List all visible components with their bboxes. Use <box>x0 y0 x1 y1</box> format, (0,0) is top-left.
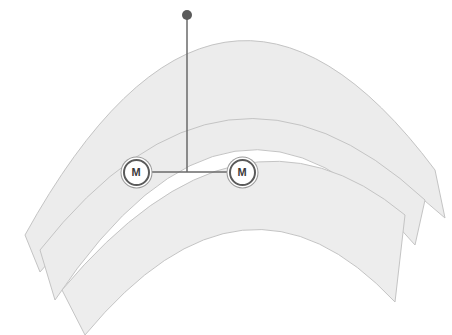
mass-label: M <box>131 167 140 178</box>
pivot-dot <box>182 10 192 20</box>
front-sheet <box>62 161 405 335</box>
mass-circle: M <box>229 159 256 186</box>
mass-circle: M <box>123 159 150 186</box>
suspension-line <box>186 18 188 172</box>
mass-label: M <box>237 167 246 178</box>
rod-connector <box>150 172 229 173</box>
